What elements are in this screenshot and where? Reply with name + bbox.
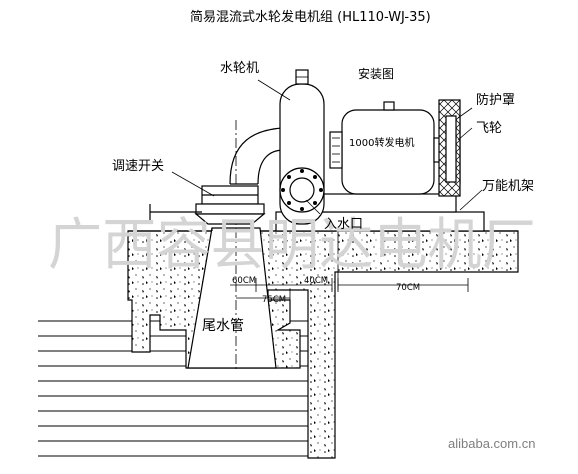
protective-cover: [438, 99, 461, 197]
draft-tube: [187, 227, 277, 369]
watermark-site: alibaba.com.cn: [448, 436, 535, 451]
label-draft-tube: 尾水管: [202, 318, 244, 334]
page-title: 简易混流式水轮发电机组 (HL110-WJ-35): [190, 9, 431, 25]
label-install-diagram: 安装图: [358, 66, 394, 81]
dimension-60cm: 60CM: [232, 276, 256, 286]
label-speed-switch: 调速开关: [112, 159, 164, 174]
label-flywheel: 飞轮: [476, 121, 502, 136]
turbine: [229, 69, 325, 225]
dimension-70cm: 70CM: [396, 283, 420, 293]
dimension-75cm: 75CM: [262, 295, 286, 305]
label-generator: 1000转发电机: [349, 136, 414, 149]
leader-lines: [171, 79, 483, 215]
watermark-company: 广西容县明达电机厂: [48, 213, 536, 278]
speed-switch: [149, 185, 266, 225]
label-water-inlet: 入水口: [324, 217, 363, 232]
dimension-40cm: 40CM: [304, 276, 328, 286]
label-turbine: 水轮机: [220, 61, 259, 76]
dimension-lines: [230, 231, 469, 304]
label-protective-cover: 防护罩: [476, 92, 515, 108]
generator: [329, 101, 449, 195]
water-body: [38, 320, 330, 457]
label-universal-frame: 万能机架: [482, 179, 534, 194]
